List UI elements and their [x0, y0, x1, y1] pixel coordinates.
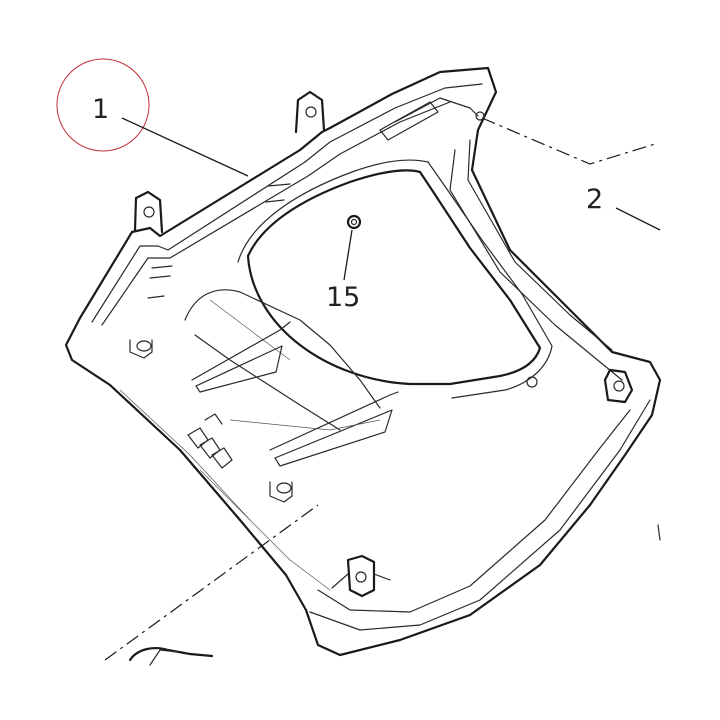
callout-1-highlight-circle — [56, 58, 150, 152]
boss-left — [129, 339, 153, 359]
right-edge-fragments — [657, 524, 661, 541]
callout-1-label: 1 — [92, 94, 109, 125]
pins-left — [147, 183, 291, 299]
lower-recess — [184, 289, 399, 467]
central-opening — [237, 159, 553, 399]
leader-line-15 — [343, 229, 353, 281]
mounting-tab-right — [603, 368, 634, 404]
mounting-tab-left — [133, 190, 164, 234]
axis-line-top-right — [481, 117, 656, 165]
separate-bracket-part — [128, 647, 214, 666]
clip-connectors — [187, 413, 233, 469]
axis-line-lower-left — [104, 504, 319, 661]
top-right-slot — [379, 97, 485, 141]
boss-lower — [269, 481, 293, 503]
leader-line-1 — [121, 117, 249, 177]
fairing-panel — [64, 66, 662, 657]
right-boss — [526, 376, 538, 388]
callout-2-label: 2 — [586, 184, 603, 215]
mounting-tab-bottom — [331, 554, 391, 598]
mounting-tab-top — [294, 90, 326, 134]
callout-15-label: 15 — [326, 282, 360, 313]
grommet-15 — [346, 214, 362, 230]
leader-line-2 — [615, 207, 661, 231]
